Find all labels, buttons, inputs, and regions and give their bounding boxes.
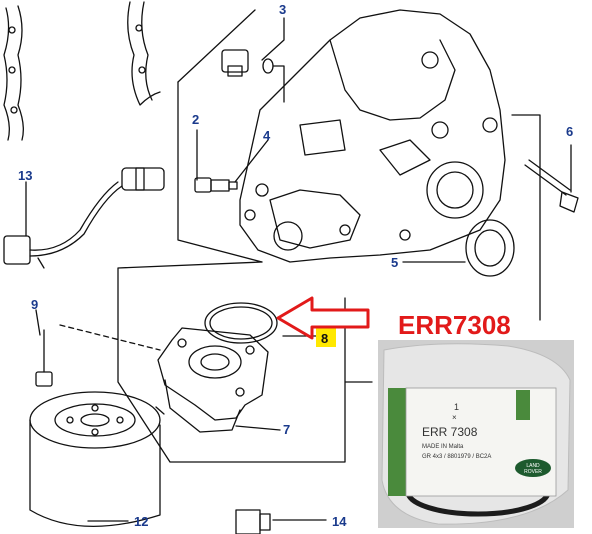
callout-13: 13: [18, 168, 32, 183]
bolt: [524, 159, 579, 213]
label-part-number: ERR 7308: [422, 425, 478, 439]
callout-5: 5: [391, 255, 398, 270]
gasket-strip-left: [3, 5, 24, 141]
callout-9: 9: [31, 297, 38, 312]
o-ring: [204, 302, 278, 344]
highlight-box: [316, 325, 336, 347]
packaging-label: [405, 387, 557, 497]
boundary-line-upper: [177, 81, 263, 263]
oil-pump-housing: [239, 9, 506, 263]
leader-7: [235, 425, 281, 431]
callout-3: 3: [279, 2, 286, 17]
bolt-axis: [59, 324, 161, 351]
label-qty-mark: ×: [452, 413, 457, 422]
product-photo: 1 × ERR 7308 MADE IN Malta GR 4x3 / 8801…: [378, 340, 574, 528]
callout-14: 14: [332, 514, 347, 529]
land-rover-logo: LAND ROVER: [515, 459, 551, 477]
callout-4: 4: [263, 128, 271, 143]
leader-9: [35, 309, 41, 336]
callout-2: 2: [192, 112, 199, 127]
leader-3: [261, 17, 285, 61]
pressure-switch: [194, 177, 238, 193]
boundary-line-lower: [117, 261, 373, 463]
leader-drain: [272, 65, 285, 103]
label-qty: 1: [454, 402, 459, 412]
oil-filter: [29, 391, 161, 527]
callout-7: 7: [283, 422, 290, 437]
label-batch: GR 4x3 / 8801979 / BC2A: [422, 454, 491, 460]
gasket-strip-right: [127, 1, 161, 106]
leader-4: [234, 139, 269, 183]
svg-text:LAND: LAND: [526, 463, 540, 469]
svg-text:ROVER: ROVER: [524, 469, 542, 475]
red-pointer-arrow: [276, 296, 370, 340]
filter-adapter: [235, 509, 271, 534]
part-code-heading: ERR7308: [398, 310, 511, 340]
label-green-strip: [388, 388, 406, 496]
small-bolt: [35, 329, 53, 387]
callout-8: 8: [321, 331, 328, 346]
sensor-harness: [3, 167, 165, 269]
crank-seal: [465, 219, 515, 277]
callout-6: 6: [566, 124, 573, 139]
callout-12: 12: [134, 514, 148, 529]
boundary-line-right: [177, 9, 541, 321]
label-made-in: MADE IN Malta: [422, 444, 464, 450]
filter-head: [155, 327, 269, 433]
drain-plug: [221, 49, 274, 77]
